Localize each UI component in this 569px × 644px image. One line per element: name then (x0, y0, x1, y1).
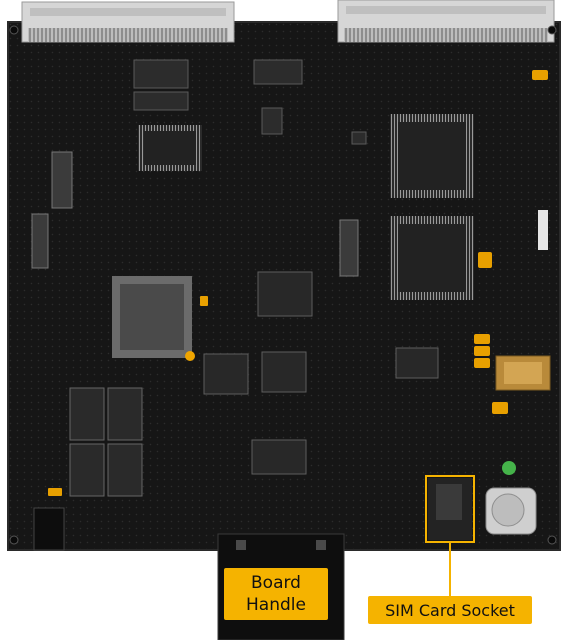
ram-chips (69, 387, 143, 497)
qfp-chip-top-left (138, 125, 202, 171)
mounting-holes (9, 25, 557, 545)
sim-card-socket-callout: SIM Card Socket (368, 596, 532, 624)
bga-processor (112, 276, 195, 361)
coin-battery (485, 487, 537, 535)
dip-switches (31, 151, 359, 277)
gold-oscillator (495, 355, 551, 391)
barcode-sticker (538, 210, 548, 250)
top-left-connector (21, 1, 235, 43)
sim-card-socket (425, 475, 475, 543)
middle-ics (203, 271, 439, 475)
top-right-connector (337, 0, 555, 43)
small-ics-top (133, 59, 367, 145)
qfp-chip-top-right (390, 114, 474, 198)
bottom-left-jack (33, 507, 65, 551)
board-handle-label-line1: Board (251, 573, 301, 593)
green-led (502, 461, 516, 475)
board-handle-label-line2: Handle (246, 595, 306, 615)
orange-components (48, 70, 548, 496)
sim-card-socket-label: SIM Card Socket (385, 600, 515, 620)
board-handle-callout: Board Handle (224, 568, 328, 620)
qfp-chip-middle-right (390, 216, 474, 300)
